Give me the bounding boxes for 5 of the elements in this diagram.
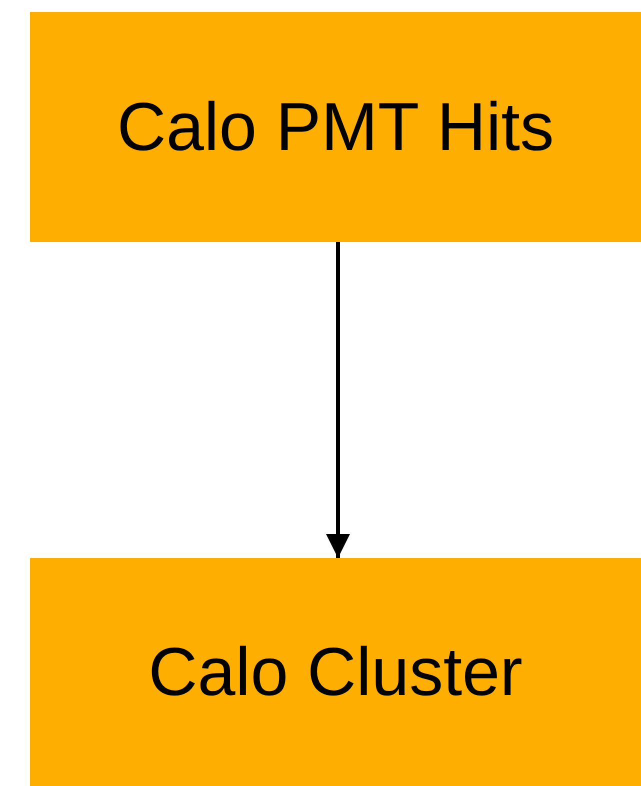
process-box <box>30 12 641 242</box>
arrow <box>326 242 350 558</box>
box-label: Calo Cluster <box>148 633 523 711</box>
process-box <box>30 558 641 786</box>
box-label: Calo PMT Hits <box>116 88 554 166</box>
